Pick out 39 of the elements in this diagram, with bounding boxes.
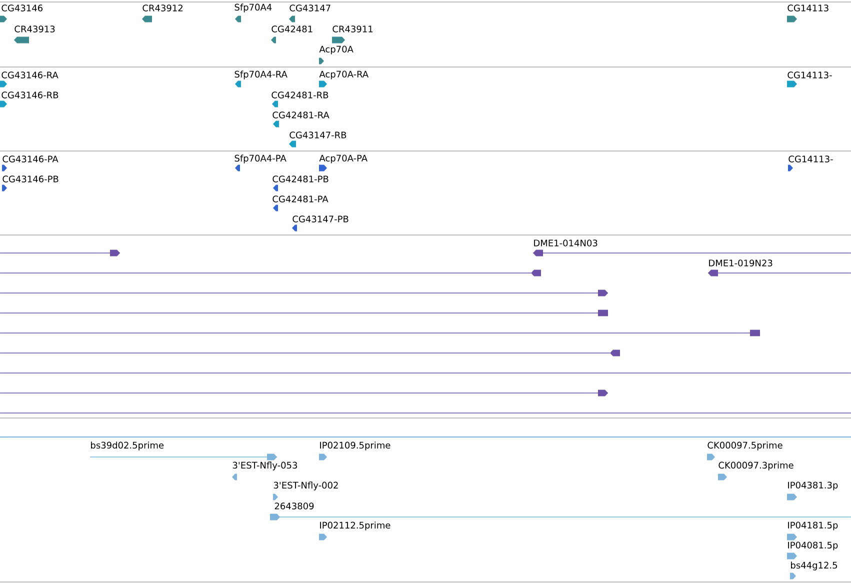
feature-label: bs39d02.5prime bbox=[91, 442, 164, 450]
feature-label: CG42481-PA bbox=[272, 196, 328, 202]
feature-label: Acp70A-PA bbox=[319, 154, 368, 164]
feature-label: Sfp70A4-RA bbox=[234, 70, 288, 80]
feature-label: CG42481 bbox=[272, 26, 312, 32]
feature-label: CG42481-RA bbox=[272, 112, 330, 118]
feature-label: Sfp70A4-PA bbox=[234, 154, 286, 164]
feature-label: IP02109.5prime bbox=[320, 442, 390, 450]
feature-label: CG43146 bbox=[2, 4, 43, 12]
feature-label: DME1-019N23 bbox=[709, 260, 772, 266]
feature-label: CG43146-PB bbox=[2, 176, 58, 182]
feature-label: CG43146-RB bbox=[2, 92, 58, 98]
feature-label: Acp70A bbox=[319, 46, 354, 54]
feature-label: IP04181.5p bbox=[788, 522, 838, 530]
feature-label: CG43147 bbox=[290, 4, 330, 12]
feature-label: CG14113- bbox=[788, 72, 832, 78]
feature-label: CR43913 bbox=[14, 26, 55, 32]
feature-label: CG43147-RB bbox=[290, 132, 346, 138]
feature-label: CG43146-RA bbox=[2, 72, 58, 78]
feature-label: 3'EST-Nfly-053 bbox=[232, 462, 297, 470]
feature-label: CG43147-PB bbox=[292, 216, 348, 222]
feature-label: Sfp70A4 bbox=[234, 4, 272, 12]
feature-label: CG42481-PB bbox=[272, 176, 328, 182]
feature-label: CG43146-PA bbox=[2, 156, 58, 162]
feature-label: bs44g12.5 bbox=[791, 562, 838, 570]
feature-label: Acp70A-RA bbox=[319, 70, 368, 80]
feature-label: DME1-014N03 bbox=[534, 240, 598, 246]
feature-label: IP04381.3p bbox=[788, 482, 838, 490]
feature-label: 2643809 bbox=[274, 502, 314, 510]
feature-label: 3'EST-Nfly-002 bbox=[274, 482, 338, 490]
feature-label: CG42481-RB bbox=[272, 92, 328, 98]
feature-label: IP04081.5p bbox=[788, 542, 838, 550]
feature-label: CR43911 bbox=[332, 26, 373, 32]
feature-label: CR43912 bbox=[142, 4, 182, 12]
feature-label: CG14113- bbox=[788, 156, 833, 162]
feature-label: CK00097.5prime bbox=[708, 442, 782, 450]
feature-label: CG14113 bbox=[788, 4, 828, 12]
feature-label: IP02112.5prime bbox=[320, 522, 390, 530]
feature-label: CK00097.3prime bbox=[718, 462, 794, 470]
